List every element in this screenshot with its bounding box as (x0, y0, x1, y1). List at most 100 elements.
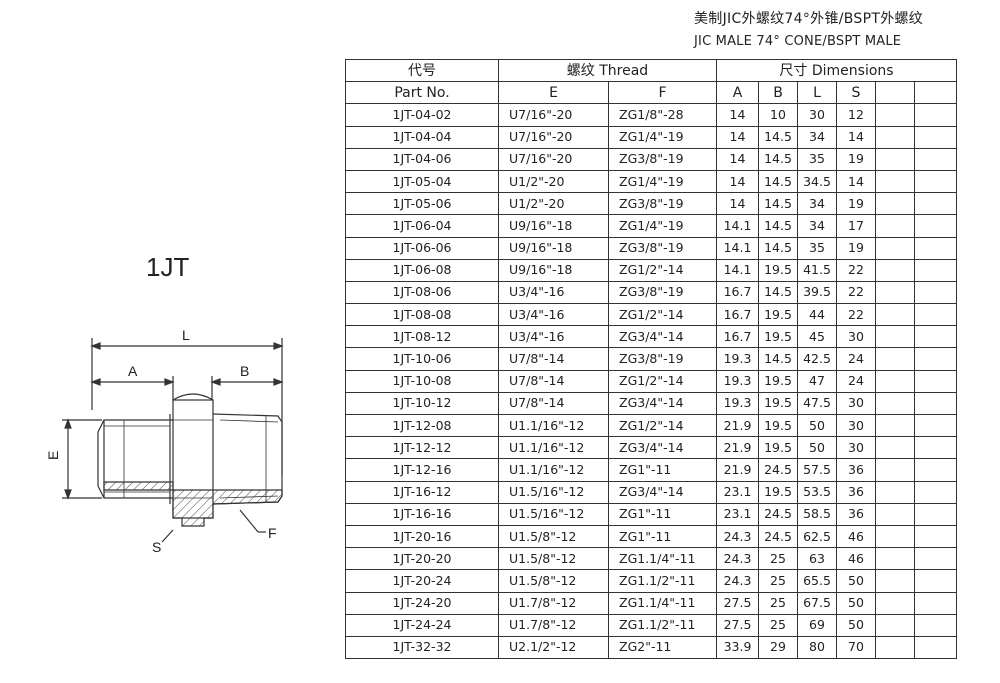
dim-b-cell: 14.5 (758, 192, 798, 216)
label-S: S (152, 539, 161, 555)
thread-e-cell: U3/4"-16 (498, 280, 609, 305)
thread-e-cell: U3/4"-16 (498, 303, 609, 327)
header-part-en: Part No. (345, 81, 499, 105)
part-number-cell: 1JT-24-24 (345, 613, 499, 637)
empty-cell (875, 391, 915, 416)
empty-cell (914, 125, 957, 149)
thread-f-cell: ZG1.1/2"-11 (608, 569, 717, 593)
empty-cell (875, 280, 915, 305)
dim-a-cell: 14 (716, 169, 759, 194)
empty-cell (875, 613, 915, 637)
part-number-cell: 1JT-04-04 (345, 125, 499, 149)
thread-f-cell: ZG1/4"-19 (608, 125, 717, 149)
part-number-cell: 1JT-06-06 (345, 236, 499, 260)
header-part-cn: 代号 (345, 58, 499, 83)
dim-l-cell: 67.5 (797, 591, 837, 615)
part-number-cell: 1JT-12-12 (345, 436, 499, 460)
thread-f-cell: ZG1/2"-14 (608, 303, 717, 327)
dim-a-cell: 21.9 (716, 436, 759, 460)
thread-e-cell: U7/8"-14 (498, 391, 609, 416)
dim-b-cell: 19.5 (758, 325, 798, 349)
dim-a-cell: 19.3 (716, 369, 759, 393)
dim-a-cell: 14.1 (716, 214, 759, 238)
empty-cell (875, 258, 915, 282)
thread-f-cell: ZG3/8"-19 (608, 147, 717, 171)
empty-cell (875, 547, 915, 571)
part-number-cell: 1JT-12-08 (345, 413, 499, 438)
header-A: A (716, 81, 759, 105)
dim-a-cell: 24.3 (716, 569, 759, 593)
fitting-drawing: L A B E S F (45, 327, 284, 555)
thread-f-cell: ZG3/4"-14 (608, 480, 717, 504)
label-L: L (182, 327, 190, 343)
dim-l-cell: 34.5 (797, 169, 837, 194)
dim-s-cell: 19 (836, 192, 876, 216)
dim-l-cell: 39.5 (797, 280, 837, 305)
empty-cell (914, 458, 957, 482)
empty-cell (914, 413, 957, 438)
thread-f-cell: ZG3/8"-19 (608, 236, 717, 260)
thread-e-cell: U1/2"-20 (498, 169, 609, 194)
dim-s-cell: 24 (836, 347, 876, 371)
thread-f-cell: ZG2"-11 (608, 635, 717, 660)
thread-e-cell: U7/16"-20 (498, 147, 609, 171)
thread-f-cell: ZG3/4"-14 (608, 391, 717, 416)
dim-b-cell: 14.5 (758, 125, 798, 149)
title-english: JIC MALE 74° CONE/BSPT MALE (694, 34, 902, 49)
dim-a-cell: 14 (716, 103, 759, 127)
thread-f-cell: ZG1"-11 (608, 524, 717, 549)
dim-l-cell: 34 (797, 214, 837, 238)
part-number-cell: 1JT-24-20 (345, 591, 499, 615)
thread-f-cell: ZG3/8"-19 (608, 347, 717, 371)
thread-f-cell: ZG3/8"-19 (608, 280, 717, 305)
dim-l-cell: 80 (797, 635, 837, 660)
dim-a-cell: 14.1 (716, 258, 759, 282)
dim-l-cell: 69 (797, 613, 837, 637)
empty-cell (875, 214, 915, 238)
empty-cell (875, 480, 915, 504)
label-F: F (268, 525, 277, 541)
empty-cell (914, 169, 957, 194)
dim-l-cell: 50 (797, 413, 837, 438)
thread-f-cell: ZG1"-11 (608, 502, 717, 526)
part-number-cell: 1JT-06-04 (345, 214, 499, 238)
dim-s-cell: 36 (836, 458, 876, 482)
part-number-cell: 1JT-20-20 (345, 547, 499, 571)
header-B: B (758, 81, 798, 105)
dim-s-cell: 22 (836, 280, 876, 305)
dim-b-cell: 19.5 (758, 436, 798, 460)
header-row-1: 代号 螺纹 Thread 尺寸 Dimensions (345, 58, 957, 83)
thread-f-cell: ZG3/4"-14 (608, 325, 717, 349)
dim-b-cell: 19.5 (758, 413, 798, 438)
part-number-cell: 1JT-12-16 (345, 458, 499, 482)
header-thread: 螺纹 Thread (498, 58, 717, 83)
dim-b-cell: 10 (758, 103, 798, 127)
thread-e-cell: U1.1/16"-12 (498, 458, 609, 482)
part-number-cell: 1JT-32-32 (345, 635, 499, 660)
dim-b-cell: 19.5 (758, 258, 798, 282)
header-E: E (498, 81, 609, 105)
dim-a-cell: 14 (716, 192, 759, 216)
dim-a-cell: 24.3 (716, 524, 759, 549)
empty-cell (875, 436, 915, 460)
thread-e-cell: U7/16"-20 (498, 125, 609, 149)
part-number-cell: 1JT-04-06 (345, 147, 499, 171)
empty-cell (914, 569, 957, 593)
thread-f-cell: ZG1"-11 (608, 458, 717, 482)
part-number-cell: 1JT-16-16 (345, 502, 499, 526)
thread-e-cell: U1.7/8"-12 (498, 613, 609, 637)
dim-a-cell: 16.7 (716, 325, 759, 349)
thread-f-cell: ZG1.1/4"-11 (608, 547, 717, 571)
thread-e-cell: U3/4"-16 (498, 325, 609, 349)
dim-a-cell: 19.3 (716, 347, 759, 371)
thread-e-cell: U7/8"-14 (498, 369, 609, 393)
